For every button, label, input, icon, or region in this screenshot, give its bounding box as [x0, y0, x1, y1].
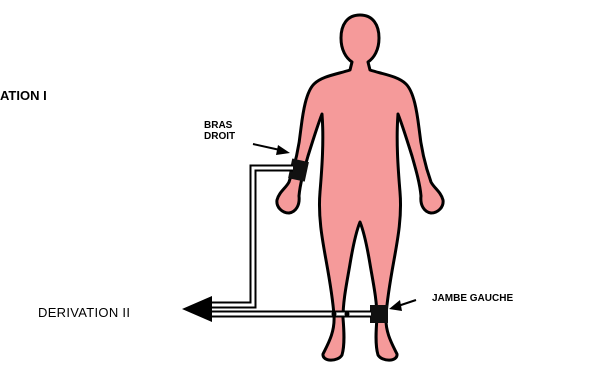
arm-label: BRAS DROIT	[204, 120, 235, 142]
wire-junction-dot	[345, 312, 350, 317]
arm-label-line1: BRAS	[204, 120, 235, 131]
leg-label: JAMBE GAUCHE	[432, 293, 513, 304]
derivation-i-title: ATION I	[0, 88, 47, 103]
derivation-arrowhead	[182, 296, 212, 322]
arm-label-line2: DROIT	[204, 131, 235, 142]
leg-pointer-arrow	[389, 300, 416, 311]
wire-junction-dot	[332, 312, 337, 317]
derivation-ii-label: DERIVATION II	[38, 305, 130, 320]
left-leg-electrode	[370, 305, 388, 323]
human-body-figure	[277, 15, 443, 360]
arm-pointer-arrow	[253, 144, 290, 155]
